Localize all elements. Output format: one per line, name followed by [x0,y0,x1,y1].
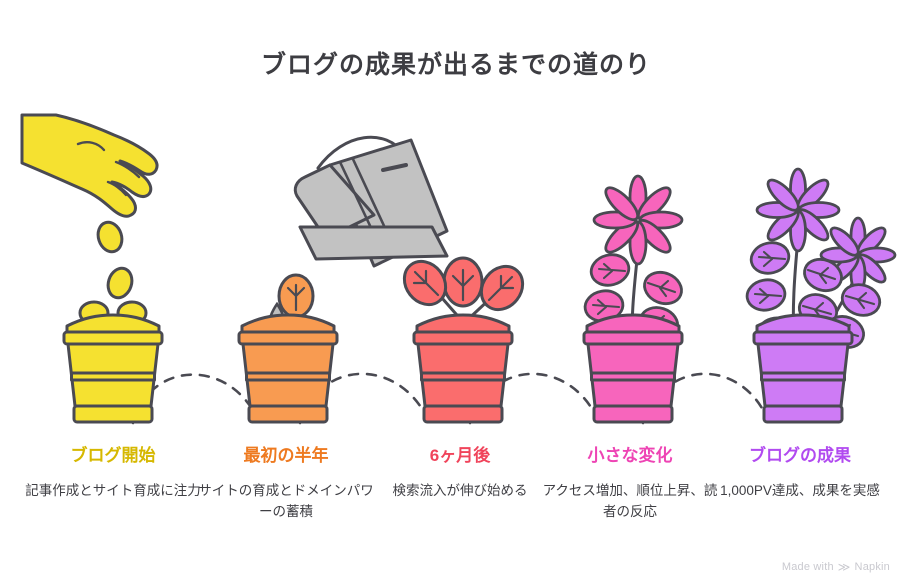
stage-5-label-block: ブログの成果 1,000PV達成、成果を実感 [712,445,888,501]
flower-icon-left [755,167,841,253]
stage-5-title: ブログの成果 [749,446,851,465]
flower-icon [592,174,684,266]
watering-can-icon [293,135,449,268]
growth-illustration [20,113,897,425]
stage-3-illustration [402,256,525,424]
napkin-logo-icon: ≫ [837,560,851,574]
stage-4-title: 小さな変化 [587,446,673,465]
stage-3-title: 6ヶ月後 [429,446,491,465]
stage-2-illustration [237,135,449,424]
stage-1-illustration [20,113,164,424]
leaf-group [745,241,882,349]
watermark-text: Made with [781,561,834,573]
seed-icon-1 [96,220,124,254]
pot-stage-3 [412,313,514,424]
seed-icon-group [96,220,134,300]
pot-stage-1 [62,313,164,424]
stage-4-illustration [582,174,684,424]
stage-5-description: 1,000PV達成、成果を実感 [720,483,880,498]
pot-stage-2 [237,313,339,424]
stage-1-label-block: ブログ開始 記事作成とサイト育成に注力 [25,445,201,501]
page-title: ブログの成果が出るまでの道のり [260,51,651,79]
seedling-icon [402,256,525,355]
stage-5-illustration [745,167,897,424]
seed-icon-2 [106,266,134,300]
stage-1-description: 記事作成とサイト育成に注力 [25,483,201,498]
stage-3-description: 検索流入が伸び始める [392,483,528,498]
stage-2-title: 最初の半年 [243,446,329,465]
blooming-plant-icon [745,167,897,360]
stage-4-description: アクセス増加、順位上昇、読者の反応 [542,483,718,519]
pot-stage-5 [752,313,854,424]
stage-2-label-block: 最初の半年 サイトの育成とドメインパワーの蓄積 [198,445,374,522]
hand-sowing-seeds-icon [20,113,159,218]
stage-4-label-block: 小さな変化 アクセス増加、順位上昇、読者の反応 [542,445,718,522]
stage-3-label-block: 6ヶ月後 検索流入が伸び始める [372,445,548,501]
napkin-watermark: Made with ≫ Napkin [782,560,890,574]
stage-1-title: ブログ開始 [70,446,156,465]
stage-2-description: サイトの育成とドメインパワーの蓄積 [198,483,374,519]
pot-stage-4 [582,313,684,424]
watermark-brand: Napkin [854,561,890,573]
